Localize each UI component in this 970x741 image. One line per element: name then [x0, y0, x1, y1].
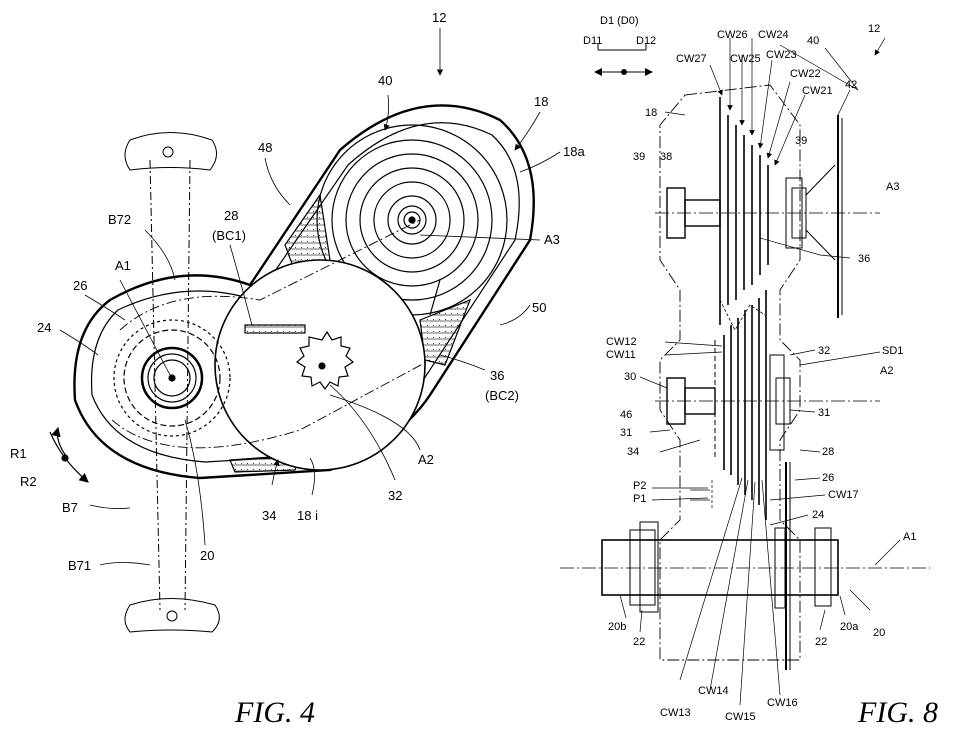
label-20: 20: [200, 548, 214, 563]
label-a2-right: A2: [880, 365, 893, 377]
label-39-left: 39: [633, 151, 645, 163]
label-a1: A1: [115, 258, 131, 273]
label-18i: 18 i: [297, 508, 318, 523]
label-20a: 20a: [840, 621, 859, 633]
label-r2: R2: [20, 474, 37, 489]
pitch-lines: [690, 480, 713, 510]
leader-lines-fig8: [619, 37, 901, 706]
label-34: 34: [262, 508, 276, 523]
label-p2: P2: [633, 480, 646, 492]
label-cw21: CW21: [802, 85, 833, 97]
label-r1: R1: [10, 446, 27, 461]
disc-36: [214, 259, 426, 471]
sprocket-32: [295, 330, 355, 391]
label-34-right: 34: [627, 446, 639, 458]
label-36: 36: [490, 368, 504, 383]
sprocket-stack-upper: [719, 97, 769, 331]
label-cw17: CW17: [828, 489, 859, 501]
housing-outline-18: [659, 84, 801, 661]
label-cw15: CW15: [725, 711, 756, 723]
label-cw25: CW25: [730, 53, 761, 65]
label-12-right: 12: [868, 23, 880, 35]
label-32: 32: [388, 488, 402, 503]
label-a1-right: A1: [903, 531, 916, 543]
axle-a3: [655, 115, 880, 318]
sprocket-stack-40: [316, 124, 508, 316]
label-cw27: CW27: [676, 53, 707, 65]
chain-34: [111, 219, 431, 449]
label-50: 50: [532, 300, 546, 315]
label-24: 24: [37, 320, 51, 335]
label-cw26: CW26: [717, 29, 748, 41]
label-b72: B72: [108, 212, 131, 227]
label-30: 30: [624, 371, 636, 383]
label-bc1: (BC1): [212, 228, 246, 243]
rotation-arrow: [49, 426, 89, 483]
label-32-right: 32: [818, 345, 830, 357]
figure-4: [49, 28, 561, 633]
leader-lines: [59, 28, 561, 566]
label-18a: 18a: [563, 144, 585, 159]
label-cw11: CW11: [606, 349, 636, 361]
sprocket-stack-middle: [723, 290, 767, 520]
label-a2: A2: [418, 452, 434, 467]
label-48: 48: [258, 140, 272, 155]
label-31-right: 31: [818, 407, 830, 419]
label-a3: A3: [544, 232, 560, 247]
figure-8: [560, 37, 930, 706]
label-22-left: 22: [633, 636, 645, 648]
label-sd1: SD1: [882, 345, 903, 357]
axle-a2: [655, 340, 880, 460]
label-18: 18: [534, 94, 548, 109]
label-12: 12: [432, 10, 446, 25]
label-26: 26: [73, 278, 87, 293]
label-cw23: CW23: [766, 49, 797, 61]
label-d1: D1 (D0): [600, 15, 639, 27]
label-b7: B7: [62, 500, 78, 515]
direction-arrow-d1: [594, 44, 653, 76]
label-24-right: 24: [812, 509, 824, 521]
label-42: 42: [845, 79, 857, 91]
figure-8-caption: FIG. 8: [857, 696, 938, 729]
label-p1: P1: [633, 493, 646, 505]
label-28-right: 28: [822, 446, 834, 458]
label-40: 40: [378, 73, 392, 88]
figure-4-labels: 12 40 18 18a 48 28 (BC1) A3 B72 A1 26 24…: [10, 10, 585, 729]
label-cw13: CW13: [660, 707, 691, 719]
label-22-right: 22: [815, 636, 827, 648]
label-46: 46: [620, 409, 632, 421]
label-cw24: CW24: [758, 29, 789, 41]
label-18-right: 18: [645, 107, 657, 119]
label-28: 28: [224, 208, 238, 223]
label-bc2: (BC2): [485, 388, 519, 403]
figure-8-labels: D1 (D0) D11 D12 CW26 CW24 40 12 CW27 CW2…: [583, 15, 938, 729]
label-cw14: CW14: [698, 685, 729, 697]
label-39-right: 39: [795, 135, 807, 147]
label-d11: D11: [583, 35, 602, 47]
label-a3-right: A3: [886, 181, 899, 193]
label-d12: D12: [636, 35, 656, 47]
label-b71: B71: [68, 558, 91, 573]
label-31-left: 31: [620, 427, 632, 439]
chainring-24: [113, 319, 231, 437]
label-20-right: 20: [873, 627, 885, 639]
label-36-right: 36: [858, 253, 870, 265]
axle-a1: [560, 462, 930, 670]
label-cw12: CW12: [606, 336, 637, 348]
label-cw16: CW16: [767, 697, 798, 709]
label-40-right: 40: [807, 35, 819, 47]
figure-4-caption: FIG. 4: [234, 696, 315, 729]
label-20b: 20b: [608, 621, 626, 633]
label-cw22: CW22: [790, 68, 821, 80]
label-26-right: 26: [822, 472, 834, 484]
label-38: 38: [660, 151, 672, 163]
